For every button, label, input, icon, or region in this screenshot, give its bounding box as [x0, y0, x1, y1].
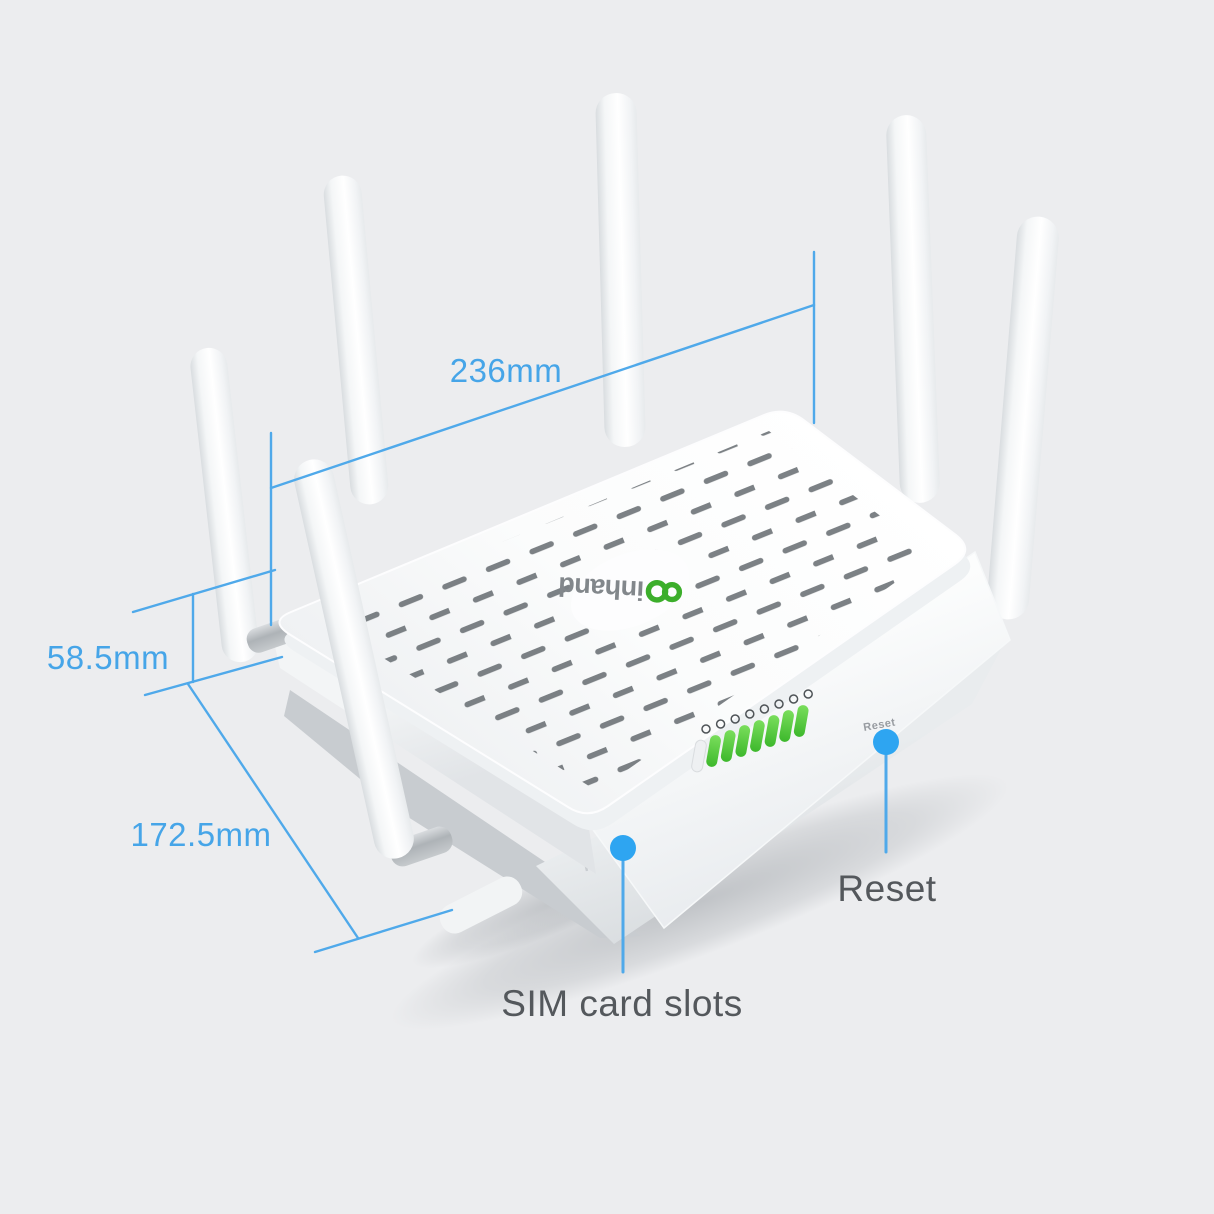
brand-logo-text: inhand — [558, 571, 645, 605]
antenna-connector-lower — [389, 826, 453, 867]
sim-callout-label: SIM card slots — [501, 983, 742, 1024]
led-bar-on — [764, 715, 780, 747]
dimension-height-tick-bottom — [143, 655, 284, 697]
led-bar-on — [779, 710, 794, 742]
led-status-icon — [803, 689, 813, 699]
annotations: 236mm 58.5mm 172.5mm SIM card slots Rese… — [47, 250, 936, 1024]
router-foot — [439, 876, 523, 934]
led-status-icon — [788, 694, 799, 704]
led-bar-on — [793, 705, 809, 737]
dimension-width: 236mm — [269, 250, 816, 627]
led-status-icon — [715, 719, 726, 729]
sim-callout-dot — [610, 835, 636, 861]
led-status-icon — [730, 714, 740, 724]
antenna-left-front — [294, 459, 414, 859]
antenna-back-center — [595, 93, 646, 447]
logo-clear-zone — [570, 549, 690, 631]
reset-callout-dot — [873, 729, 899, 755]
dimension-height-label: 58.5mm — [47, 639, 169, 676]
antenna-right — [987, 216, 1059, 620]
dimension-depth-tick — [313, 908, 454, 954]
infinity-logo-icon — [645, 580, 683, 603]
dimension-depth-line — [186, 682, 360, 940]
led-status-icon — [745, 709, 755, 719]
dimension-height: 58.5mm — [47, 568, 284, 697]
led-strip — [691, 689, 813, 773]
antenna-back-left — [323, 175, 389, 505]
router: inhand Reset — [190, 93, 1059, 1030]
sim-callout: SIM card slots — [501, 835, 742, 1024]
led-bar-on — [720, 730, 736, 762]
led-bar-off — [691, 739, 707, 773]
led-status-icon — [759, 704, 770, 714]
led-status-icon — [701, 724, 711, 734]
reset-callout: Reset — [837, 729, 936, 909]
ground-shadow — [391, 774, 1009, 1030]
led-bar-on — [750, 720, 765, 752]
led-bar-on — [706, 735, 721, 767]
brand-logo: inhand — [558, 571, 683, 606]
dimension-width-line — [269, 303, 816, 490]
dimension-depth: 172.5mm — [130, 682, 454, 954]
antenna-back-right — [886, 115, 940, 503]
led-status-icon — [774, 699, 784, 709]
dimension-depth-label: 172.5mm — [130, 816, 271, 853]
led-bar-on — [735, 725, 751, 757]
antenna-left-rear — [190, 347, 259, 663]
dimension-width-label: 236mm — [450, 352, 563, 389]
dimension-height-tick-top — [131, 568, 277, 614]
reset-callout-label: Reset — [837, 868, 936, 909]
